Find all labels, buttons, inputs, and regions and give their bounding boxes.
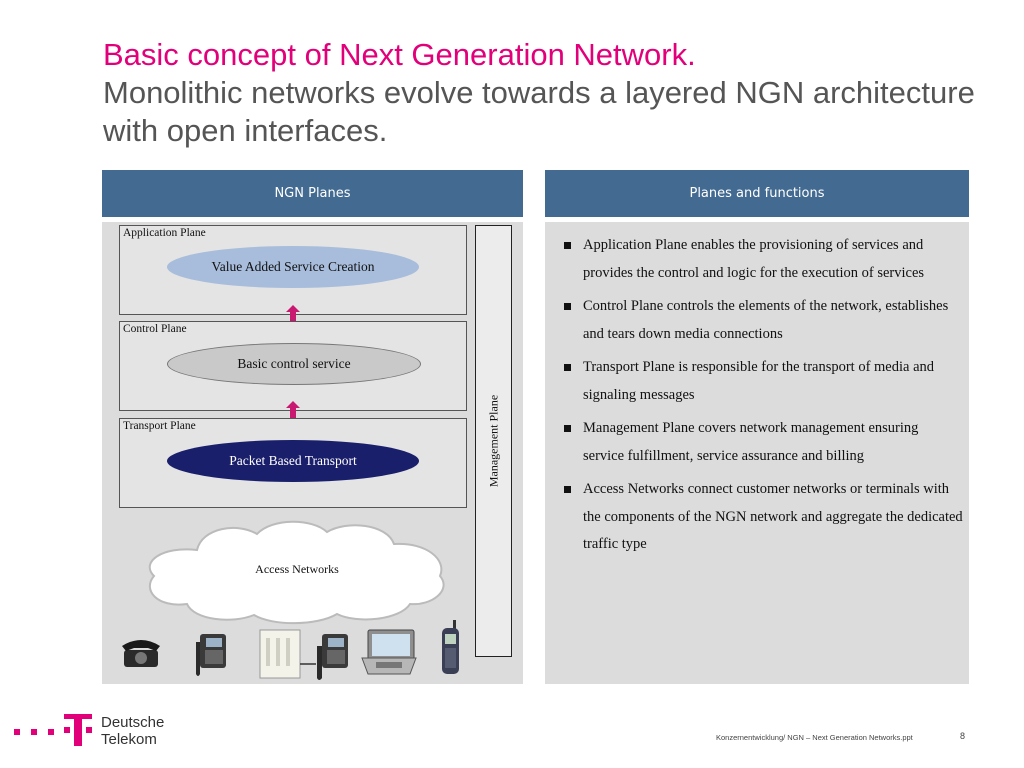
desk-phone-icon: [196, 634, 226, 676]
transport-plane-label: Transport Plane: [123, 420, 196, 432]
transport-plane-box: Transport Plane Packet Based Transport: [119, 418, 467, 508]
functions-list: Application Plane enables the provisioni…: [563, 232, 963, 565]
modem-icon: [259, 629, 316, 679]
value-added-service-label: Value Added Service Creation: [211, 259, 375, 274]
logo-dot: [14, 729, 20, 735]
list-item: Management Plane covers network manageme…: [563, 415, 963, 470]
logo-dot: [48, 729, 54, 735]
telekom-t-logo-icon: [64, 714, 92, 746]
planes-functions-header-label: Planes and functions: [689, 186, 825, 201]
basic-control-service-label: Basic control service: [237, 356, 351, 371]
mobile-phone-icon: [442, 620, 459, 674]
brand-name: Deutsche Telekom: [101, 714, 164, 748]
ngn-planes-header: NGN Planes: [102, 170, 523, 217]
application-plane-box: Application Plane Value Added Service Cr…: [119, 225, 467, 315]
management-plane-box: Management Plane: [475, 225, 512, 657]
packet-based-transport-ellipse: Packet Based Transport: [167, 440, 419, 482]
list-item: Control Plane controls the elements of t…: [563, 293, 963, 348]
value-added-service-ellipse: Value Added Service Creation: [167, 246, 419, 288]
pda-icon: [361, 629, 417, 675]
management-plane-label: Management Plane: [486, 394, 500, 488]
brand-line-2: Telekom: [101, 731, 157, 748]
access-networks-label: Access Networks: [255, 562, 339, 576]
list-item: Access Networks connect customer network…: [563, 476, 963, 559]
footer-document-name: Konzernentwicklung/ NGN – Next Generatio…: [716, 733, 913, 742]
title-subtitle: Monolithic networks evolve towards a lay…: [103, 75, 975, 148]
ngn-planes-header-label: NGN Planes: [274, 186, 351, 201]
list-item: Application Plane enables the provisioni…: [563, 232, 963, 287]
logo-dot: [31, 729, 37, 735]
planes-functions-panel: Application Plane enables the provisioni…: [545, 222, 969, 684]
page-number: 8: [960, 731, 966, 741]
title-main: Basic concept of Next Generation Network…: [103, 37, 696, 72]
desk-phone-icon: [317, 634, 348, 680]
control-plane-label: Control Plane: [123, 323, 187, 335]
basic-control-service-ellipse: Basic control service: [167, 343, 421, 385]
telephone-icon: [122, 640, 160, 667]
brand-line-1: Deutsche: [101, 714, 165, 731]
planes-functions-header: Planes and functions: [545, 170, 969, 217]
control-plane-box: Control Plane Basic control service: [119, 321, 467, 411]
slide-title: Basic concept of Next Generation Network…: [103, 36, 983, 150]
packet-based-transport-label: Packet Based Transport: [229, 453, 357, 468]
list-item: Transport Plane is responsible for the t…: [563, 354, 963, 409]
ngn-planes-diagram: Application Plane Value Added Service Cr…: [102, 222, 523, 684]
cloud-icon: [148, 520, 445, 625]
application-plane-label: Application Plane: [123, 227, 206, 239]
